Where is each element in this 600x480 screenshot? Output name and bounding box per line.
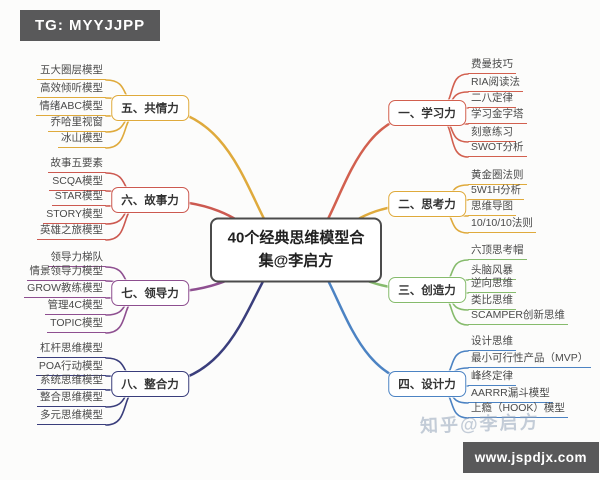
- tg-channel-badge: TG: MYYJJPP: [20, 10, 161, 41]
- leaf-node-design-1[interactable]: 最小可行性产品（MVP）: [468, 352, 592, 368]
- leaf-node-storytelling-0[interactable]: 故事五要素: [47, 157, 106, 173]
- leaf-node-learning-3[interactable]: 学习金字塔: [468, 108, 527, 124]
- branch-node-leadership[interactable]: 七、领导力: [111, 280, 189, 306]
- leaf-node-storytelling-3[interactable]: STORY模型: [43, 208, 106, 224]
- leaf-node-integration-1[interactable]: POA行动模型: [35, 360, 106, 376]
- leaf-node-creativity-3[interactable]: 类比思维: [468, 294, 516, 310]
- leaf-node-storytelling-2[interactable]: STAR模型: [51, 190, 106, 206]
- central-topic-node[interactable]: 40个经典思维模型合集@李启方: [210, 217, 382, 283]
- leaf-node-design-3[interactable]: AARRR漏斗模型: [468, 387, 553, 403]
- leaf-node-learning-0[interactable]: 费曼技巧: [468, 58, 516, 74]
- leaf-node-thinking-0[interactable]: 黄金圈法则: [468, 169, 527, 185]
- leaf-node-storytelling-4[interactable]: 英雄之旅模型: [37, 224, 106, 240]
- leaf-node-thinking-2[interactable]: 思维导图: [468, 200, 516, 216]
- leaf-node-integration-0[interactable]: 杠杆思维模型: [37, 342, 106, 358]
- leaf-node-integration-2[interactable]: 系统思维模型: [37, 374, 106, 390]
- author-watermark: 知乎@李启方: [419, 411, 540, 437]
- leaf-node-thinking-1[interactable]: 5W1H分析: [468, 184, 525, 200]
- branch-node-design[interactable]: 四、设计力: [388, 371, 466, 397]
- leaf-node-empathy-1[interactable]: 高效倾听模型: [37, 82, 106, 98]
- leaf-node-creativity-2[interactable]: 逆向思维: [468, 277, 516, 293]
- leaf-node-leadership-2[interactable]: GROW教练模型: [24, 282, 106, 298]
- branch-node-integration[interactable]: 八、整合力: [111, 371, 189, 397]
- leaf-node-empathy-3[interactable]: 乔哈里视窗: [47, 116, 106, 132]
- leaf-node-leadership-4[interactable]: TOPIC模型: [47, 317, 106, 333]
- leaf-node-learning-4[interactable]: 刻意练习: [468, 126, 516, 142]
- branch-node-creativity[interactable]: 三、创造力: [388, 277, 466, 303]
- leaf-node-learning-1[interactable]: RIA阅读法: [468, 76, 524, 92]
- leaf-node-creativity-1[interactable]: 头脑风暴: [468, 264, 516, 280]
- leaf-node-leadership-1[interactable]: 情景领导力模型: [26, 265, 106, 281]
- leaf-node-design-0[interactable]: 设计思维: [468, 335, 516, 351]
- leaf-node-thinking-3[interactable]: 10/10/10法则: [468, 217, 536, 233]
- leaf-node-leadership-0[interactable]: 领导力梯队: [47, 251, 106, 267]
- leaf-node-design-2[interactable]: 峰终定律: [468, 370, 516, 386]
- leaf-node-design-4[interactable]: 上瘾（HOOK）模型: [468, 402, 568, 418]
- leaf-node-empathy-4[interactable]: 冰山模型: [58, 132, 106, 148]
- leaf-node-learning-2[interactable]: 二八定律: [468, 92, 516, 108]
- leaf-node-creativity-0[interactable]: 六顶思考帽: [468, 244, 527, 260]
- branch-node-storytelling[interactable]: 六、故事力: [111, 187, 189, 213]
- leaf-node-integration-4[interactable]: 多元思维模型: [37, 409, 106, 425]
- branch-node-empathy[interactable]: 五、共情力: [111, 95, 189, 121]
- leaf-node-creativity-4[interactable]: SCAMPER创新思维: [468, 309, 568, 325]
- leaf-node-empathy-0[interactable]: 五大圈层模型: [37, 64, 106, 80]
- branch-node-learning[interactable]: 一、学习力: [388, 100, 466, 126]
- leaf-node-empathy-2[interactable]: 情绪ABC模型: [36, 100, 106, 116]
- branch-node-thinking[interactable]: 二、思考力: [388, 191, 466, 217]
- leaf-node-storytelling-1[interactable]: SCQA模型: [49, 175, 106, 191]
- leaf-node-leadership-3[interactable]: 管理4C模型: [44, 299, 106, 315]
- leaf-node-learning-5[interactable]: SWOT分析: [468, 141, 527, 157]
- leaf-node-integration-3[interactable]: 整合思维模型: [37, 391, 106, 407]
- website-url-badge: www.jspdjx.com: [462, 442, 599, 473]
